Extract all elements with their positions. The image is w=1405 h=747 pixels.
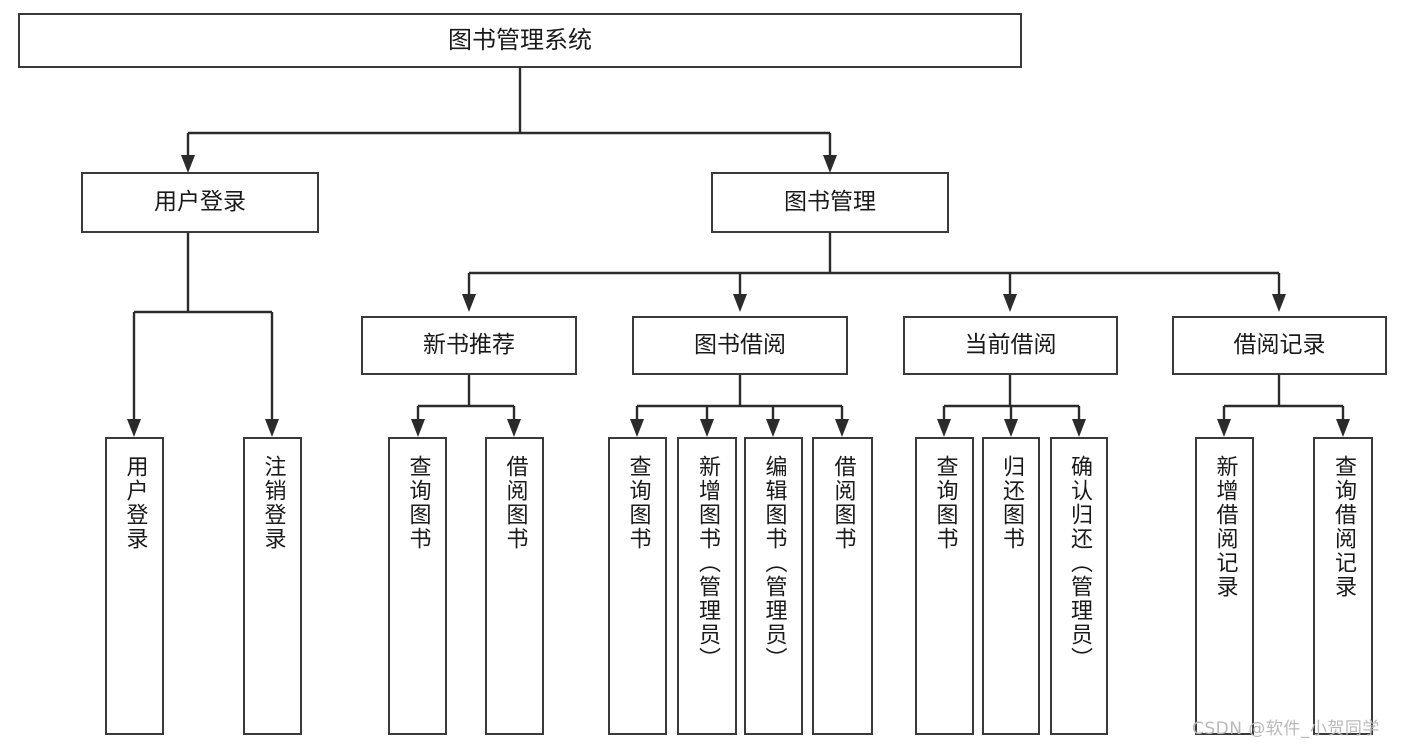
node-current-borrow[interactable]: 当前借阅 — [903, 316, 1118, 375]
leaf-query-book-current[interactable]: 查询图书 — [915, 437, 974, 735]
node-label: 查询图书 — [625, 455, 651, 551]
node-label: 确认归还（管理员） — [1067, 455, 1092, 671]
leaf-add-borrow-record[interactable]: 新增借阅记录 — [1195, 437, 1254, 735]
node-label: 新增借阅记录 — [1212, 455, 1238, 599]
node-label: 查询借阅记录 — [1331, 455, 1356, 599]
leaf-query-book-recommend[interactable]: 查询图书 — [388, 437, 447, 735]
node-label: 编辑图书（管理员） — [761, 455, 787, 671]
node-label: 借阅记录 — [1233, 332, 1326, 359]
node-book-management[interactable]: 图书管理 — [711, 172, 949, 233]
node-new-book-recommend[interactable]: 新书推荐 — [361, 316, 577, 375]
leaf-borrow-book-recommend[interactable]: 借阅图书 — [485, 437, 544, 735]
node-label: 借阅图书 — [502, 455, 528, 551]
leaf-add-book-admin[interactable]: 新增图书（管理员） — [677, 437, 737, 735]
watermark: CSDN @软件_小贺同学 — [1192, 719, 1380, 739]
node-label: 用户登录 — [154, 189, 246, 216]
node-label: 借阅图书 — [830, 455, 856, 551]
node-label: 查询图书 — [405, 455, 431, 551]
leaf-borrow-book[interactable]: 借阅图书 — [812, 437, 873, 735]
node-root-system[interactable]: 图书管理系统 — [18, 13, 1022, 68]
leaf-return-book[interactable]: 归还图书 — [982, 437, 1040, 735]
node-label: 图书借阅 — [694, 332, 786, 359]
node-borrow-record[interactable]: 借阅记录 — [1172, 316, 1387, 375]
node-label: 当前借阅 — [964, 332, 1057, 359]
leaf-edit-book-admin[interactable]: 编辑图书（管理员） — [744, 437, 803, 735]
node-label: 图书管理 — [784, 189, 876, 216]
node-user-login[interactable]: 用户登录 — [81, 172, 319, 233]
node-label: 用户登录 — [122, 455, 148, 551]
node-label: 新书推荐 — [423, 332, 515, 359]
leaf-user-login[interactable]: 用户登录 — [105, 437, 164, 735]
node-label: 新增图书（管理员） — [695, 455, 720, 671]
node-label: 注销登录 — [260, 455, 286, 551]
node-label: 归还图书 — [999, 455, 1024, 551]
leaf-query-book-borrow[interactable]: 查询图书 — [608, 437, 667, 735]
leaf-confirm-return-admin[interactable]: 确认归还（管理员） — [1050, 437, 1108, 735]
leaf-query-borrow-record[interactable]: 查询借阅记录 — [1313, 437, 1373, 735]
node-book-borrow[interactable]: 图书借阅 — [632, 316, 848, 375]
node-label: 查询图书 — [932, 455, 958, 551]
node-label: 图书管理系统 — [448, 25, 592, 54]
leaf-logout[interactable]: 注销登录 — [243, 437, 302, 735]
